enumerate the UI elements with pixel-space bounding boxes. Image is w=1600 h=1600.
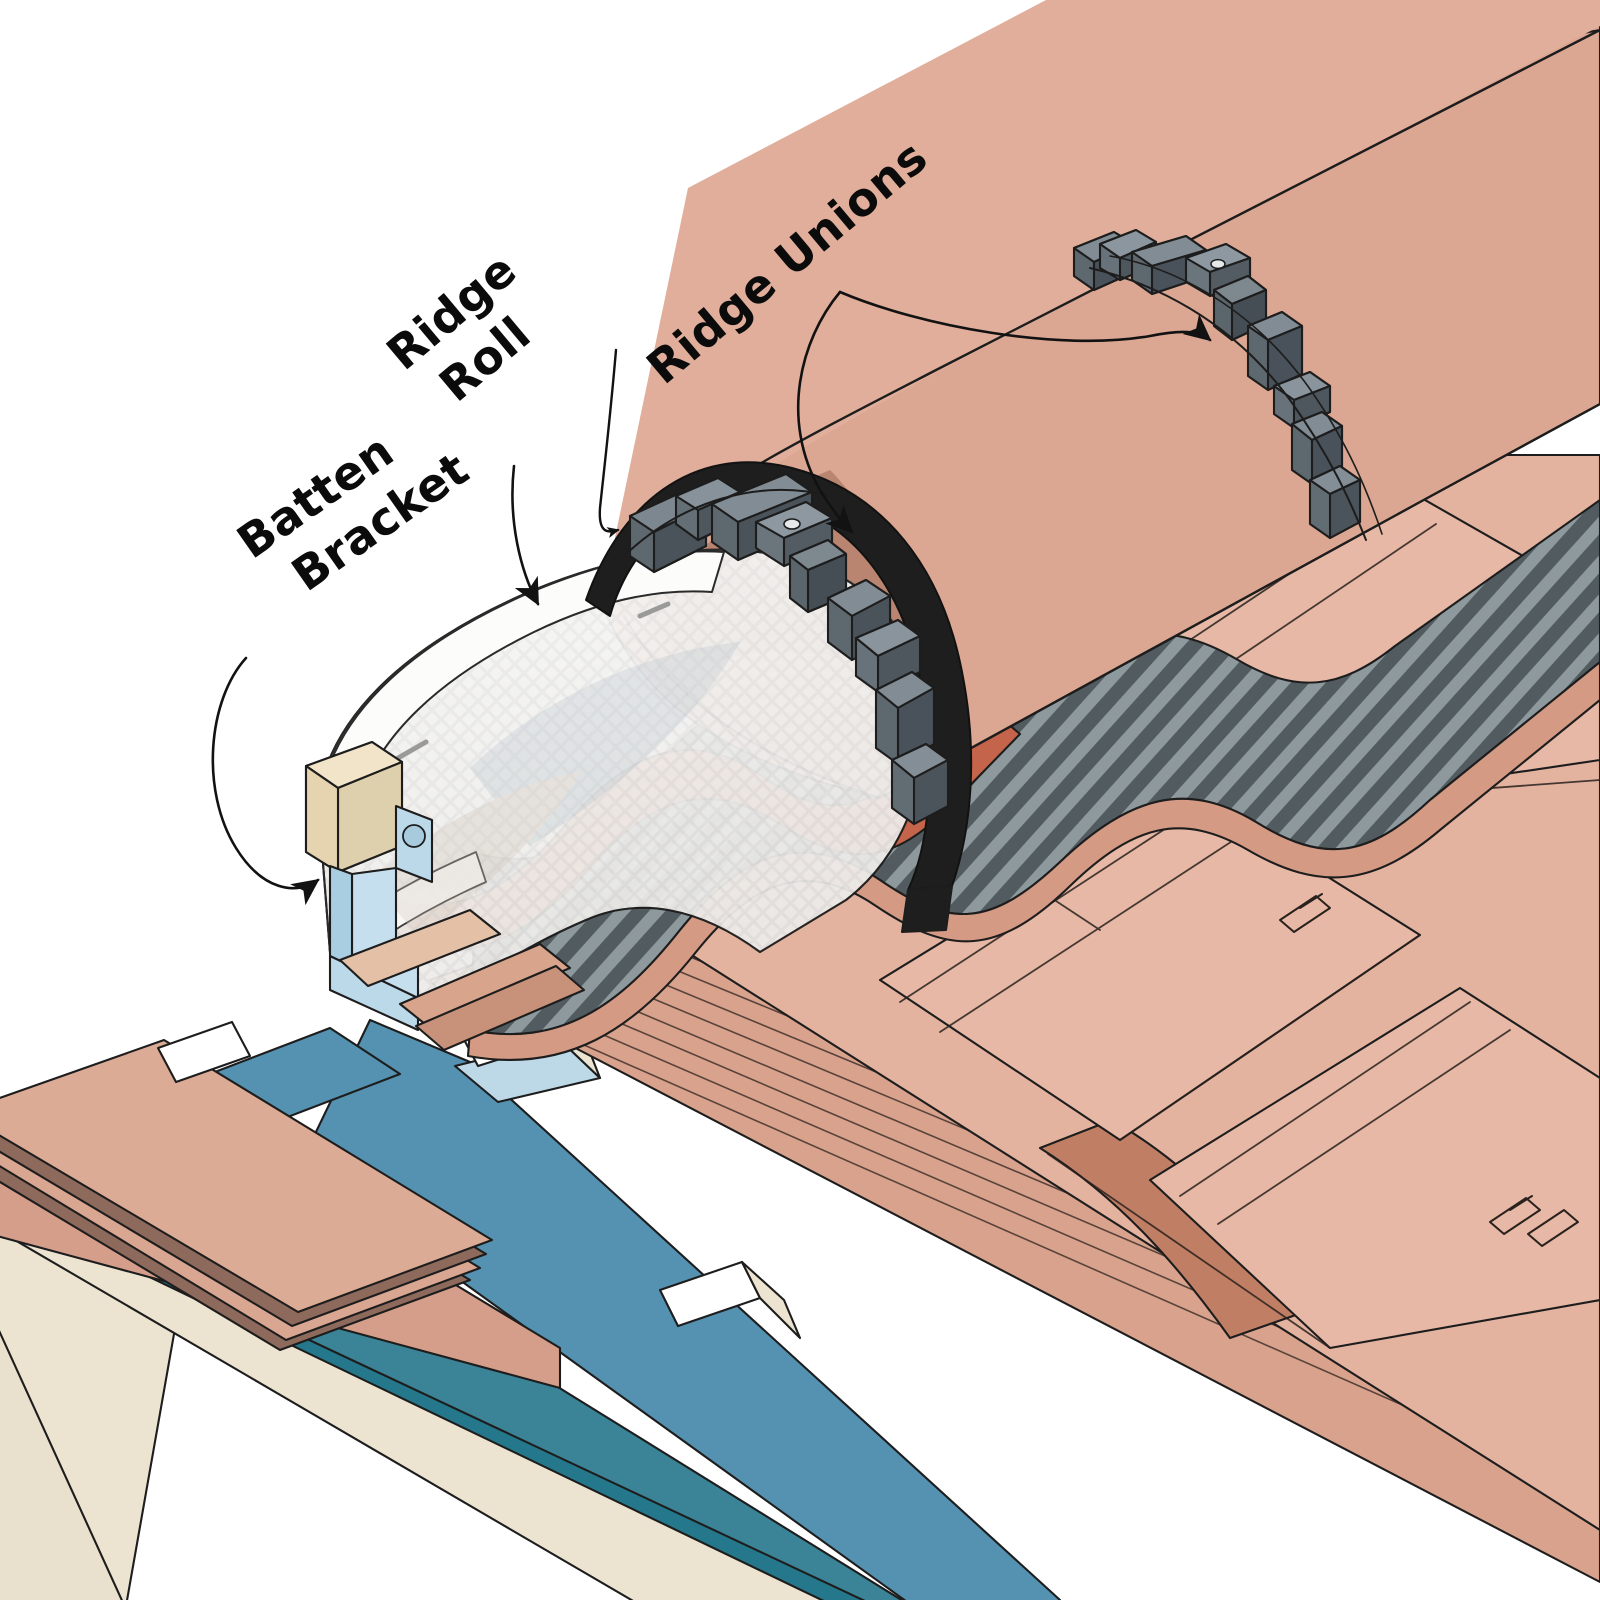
leader-batten-bracket [211,656,320,906]
leader-ridge-unions-stem [598,348,620,538]
leader-ridge-unions-right [838,290,1212,343]
ridge-batten [304,740,404,874]
ridge-arch-contour [619,488,831,561]
leader-lines [211,290,1212,906]
batten-bracket [328,804,502,1032]
counter-batten-strips [398,942,586,1052]
leader-ridge-unions-left [796,290,854,534]
label-ridge-roll: Ridge Roll [376,242,540,412]
ridge-union-clips-left[interactable] [628,472,950,826]
counter-battens [0,1038,562,1390]
label-batten-bracket: Batten Bracket [227,423,478,601]
leader-ridge-roll [511,464,540,606]
ridge-union-clips-right[interactable] [1072,228,1383,541]
